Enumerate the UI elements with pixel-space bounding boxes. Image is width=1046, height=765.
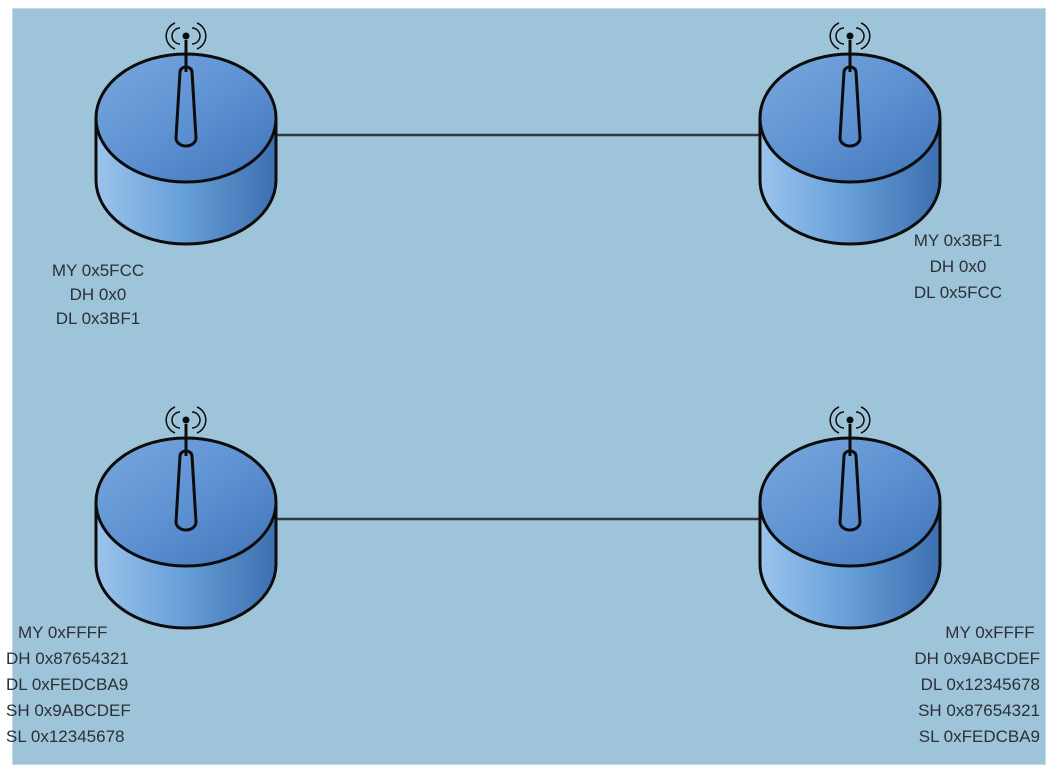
label-line: MY 0x5FCC [52,261,144,280]
label-line: DH 0x0 [930,257,987,276]
label-line: DH 0x0 [70,285,127,304]
label-line: DL 0x3BF1 [56,309,140,328]
label-line: DH 0x9ABCDEF [914,649,1040,668]
label-line: DL 0x12345678 [921,675,1040,694]
label-line: DL 0x5FCC [914,283,1002,302]
label-line: DH 0x87654321 [6,649,129,668]
label-line: SH 0x9ABCDEF [6,701,131,720]
label-line: SH 0x87654321 [918,701,1040,720]
label-line: MY 0x3BF1 [914,231,1003,250]
label-line: DL 0xFEDCBA9 [6,675,128,694]
label-line: MY 0xFFFF [945,623,1034,642]
label-line: SL 0x12345678 [6,727,124,746]
label-line: MY 0xFFFF [18,623,107,642]
label-line: SL 0xFEDCBA9 [919,727,1040,746]
